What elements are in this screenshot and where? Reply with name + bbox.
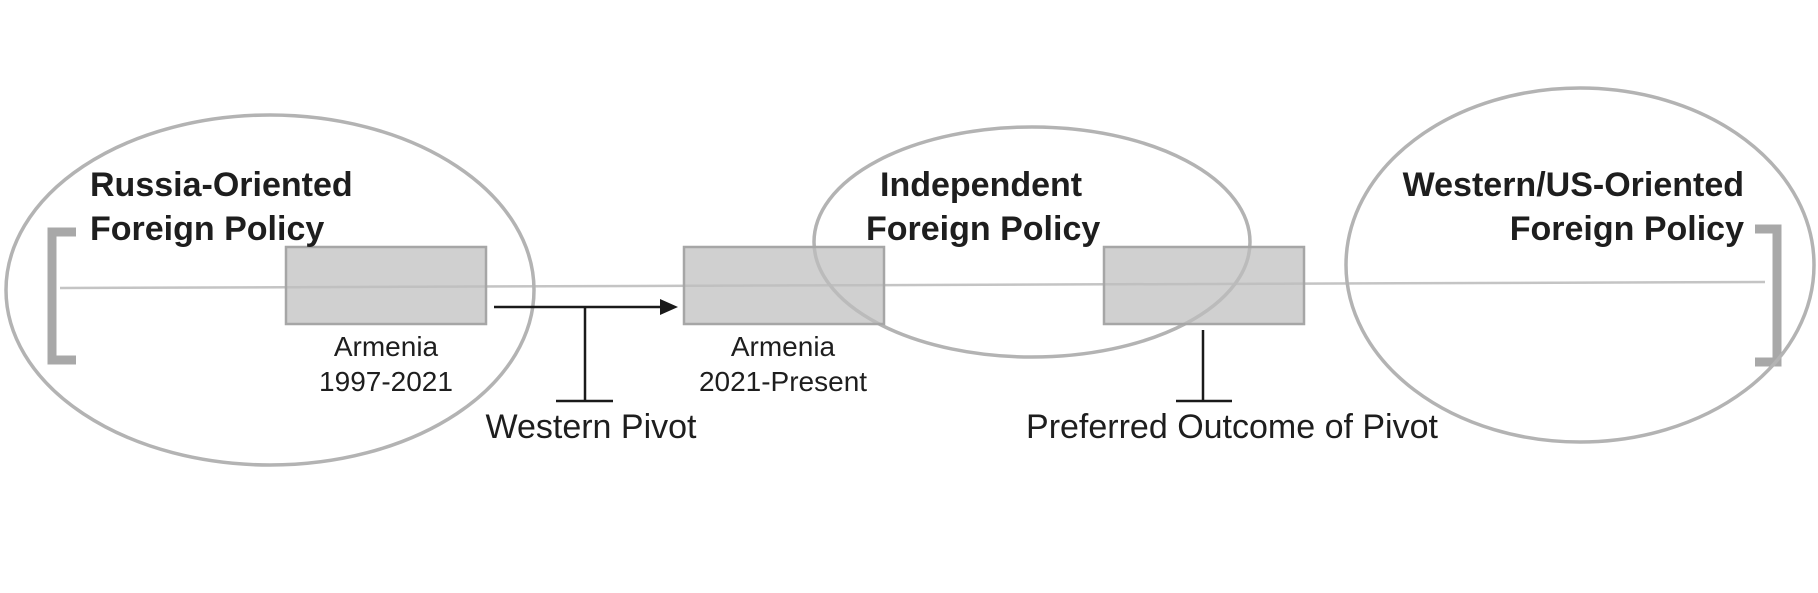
arrow-head-icon xyxy=(660,299,678,315)
preferred-outcome-marker xyxy=(1176,330,1232,403)
russia-oriented-heading-line2: Foreign Policy xyxy=(90,210,324,248)
preferred-outcome-label: Preferred Outcome of Pivot xyxy=(1026,408,1439,446)
russia-oriented-region xyxy=(4,113,536,467)
western-pivot-label: Western Pivot xyxy=(485,408,697,446)
independent-region xyxy=(812,125,1252,359)
armenia-present-period-label: 2021-Present xyxy=(699,366,867,397)
right-bracket xyxy=(1755,224,1782,367)
independent-heading-line1: Independent xyxy=(880,166,1082,204)
western-oriented-heading-line1: Western/US-Oriented xyxy=(1403,166,1744,204)
armenia-present-country-label: Armenia xyxy=(731,331,836,362)
armenia-2021-present-box xyxy=(682,245,886,326)
armenia-past-country-label: Armenia xyxy=(334,331,439,362)
armenia-past-period-label: 1997-2021 xyxy=(319,366,453,397)
russia-oriented-heading-line1: Russia-Oriented xyxy=(90,166,353,204)
western-pivot-marker xyxy=(556,307,613,403)
western-oriented-heading-line2: Foreign Policy xyxy=(1510,210,1744,248)
preferred-outcome-box xyxy=(1102,245,1306,326)
western-oriented-region xyxy=(1344,86,1816,444)
independent-heading-line2: Foreign Policy xyxy=(866,210,1100,248)
armenia-1997-2021-box xyxy=(284,245,488,326)
left-bracket xyxy=(47,227,76,365)
